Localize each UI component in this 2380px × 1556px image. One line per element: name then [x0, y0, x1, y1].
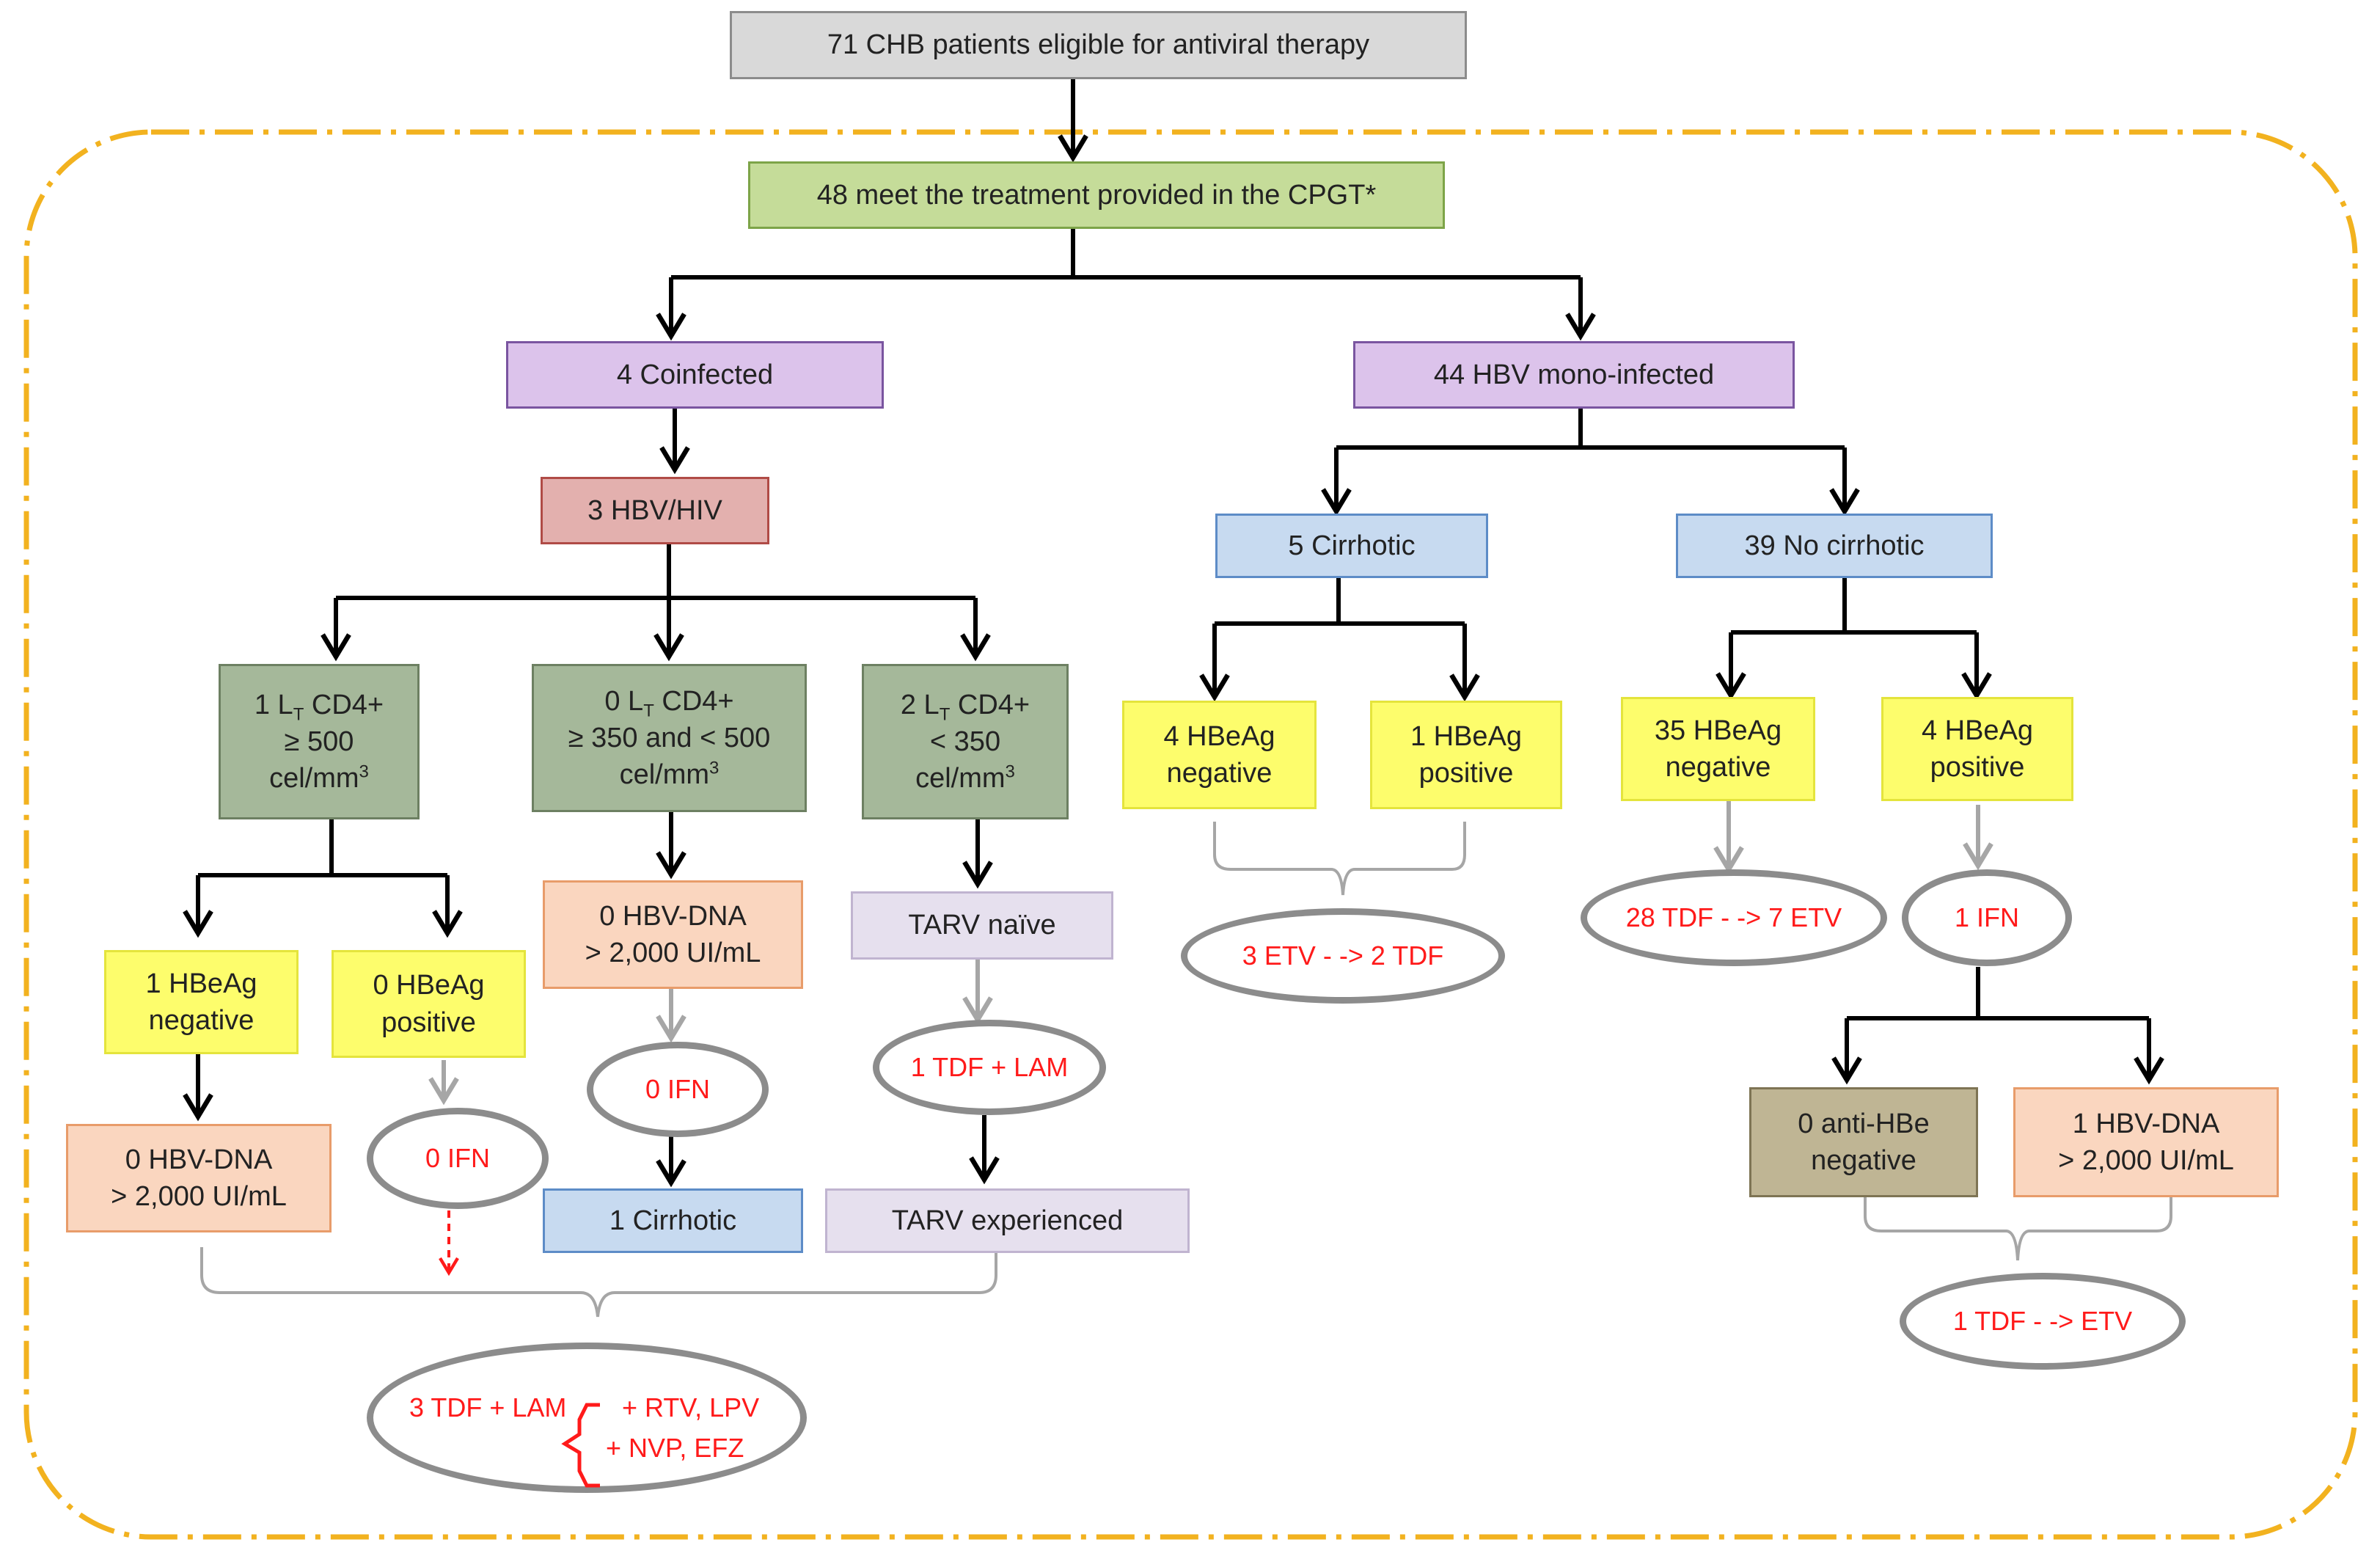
- coinfected-treatment-oval: [367, 1343, 807, 1493]
- cd4-high-line1: 1 LT CD4+: [255, 687, 384, 723]
- c-neg-line2: negative: [1166, 758, 1273, 789]
- cd4-mid-rest: CD4+: [653, 685, 734, 717]
- hi-ifn-oval: 0 IFN: [367, 1108, 549, 1209]
- tarv-naive-box: TARV naïve: [851, 891, 1113, 960]
- hi-pos-line1: 0 HBeAg: [373, 970, 485, 1001]
- cpgt-box: 48 meet the treatment provided in the CP…: [748, 161, 1445, 229]
- cd4-high-rest: CD4+: [304, 689, 384, 720]
- cd4-low-unit: cel/mm: [915, 763, 1006, 795]
- cd4-low-line1: 2 LT CD4+: [901, 687, 1030, 723]
- coinfected-treatment-opt2: + NVP, EFZ: [606, 1433, 744, 1463]
- cirrhotic-label: 5 Cirrhotic: [1288, 530, 1416, 561]
- c-hbeag-negative-box: 4 HBeAg negative: [1122, 701, 1317, 809]
- tarv-naive-label: TARV naïve: [908, 910, 1056, 941]
- cd4-mid-line1: 0 LT CD4+: [604, 683, 733, 720]
- hi-hbeag-positive-box: 0 HBeAg positive: [332, 950, 526, 1058]
- cd4-low-line3: cel/mm3: [915, 760, 1015, 797]
- cd4-low-sub: T: [939, 704, 951, 725]
- hi-neg-line1: 1 HBeAg: [145, 968, 257, 999]
- mid-dna-line1: 0 HBV-DNA: [599, 900, 747, 932]
- nc-neg-line1: 35 HBeAg: [1654, 715, 1782, 746]
- cd4-high-sup: 3: [359, 761, 369, 782]
- nc-neg-line2: negative: [1665, 752, 1771, 783]
- nc-pos-line2: positive: [1930, 752, 2025, 783]
- hi-hbeag-negative-box: 1 HBeAg negative: [104, 950, 299, 1054]
- c-hbeag-positive-box: 1 HBeAg positive: [1370, 701, 1562, 809]
- cd4-low-rest: CD4+: [950, 689, 1030, 720]
- naive-treatment-label: 1 TDF + LAM: [910, 1052, 1069, 1082]
- cd4-mid-line3: cel/mm3: [620, 756, 720, 793]
- cd4-mid-unit: cel/mm: [619, 759, 710, 791]
- anti-hbe-line2: negative: [1811, 1145, 1916, 1176]
- no-cirrhotic-neg-treatment-label: 28 TDF - -> 7 ETV: [1625, 902, 1842, 932]
- nc-dna-line1: 1 HBV-DNA: [2072, 1108, 2220, 1139]
- no-cirrhotic-ifn-label: 1 IFN: [1954, 902, 2019, 932]
- cd4-low-line2: < 350: [929, 726, 1001, 757]
- coinfected-label: 4 Coinfected: [616, 359, 774, 390]
- no-cirrhotic-label: 39 No cirrhotic: [1744, 530, 1925, 561]
- anti-hbe-box: 0 anti-HBe negative: [1749, 1087, 1978, 1197]
- c-pos-line1: 1 HBeAg: [1410, 720, 1523, 752]
- cd4-mid-count: 0 L: [604, 685, 644, 717]
- hi-ifn-label: 0 IFN: [425, 1143, 490, 1173]
- cpgt-label: 48 meet the treatment provided in the CP…: [816, 179, 1377, 211]
- coinfected-box: 4 Coinfected: [506, 341, 884, 409]
- eligible-patients-box: 71 CHB patients eligible for antiviral t…: [730, 11, 1467, 79]
- cd4-low-sup: 3: [1005, 761, 1015, 782]
- dashed-frame: [23, 129, 2358, 1540]
- cirrhotic-treatment-label: 3 ETV - -> 2 TDF: [1242, 940, 1444, 971]
- hi-hbv-dna-box: 0 HBV-DNA > 2,000 UI/mL: [66, 1124, 332, 1232]
- hi-neg-line2: negative: [148, 1005, 255, 1036]
- no-cirrhotic-neg-treatment-oval: 28 TDF - -> 7 ETV: [1581, 869, 1887, 966]
- coinfected-treatment-opt1: + RTV, LPV: [622, 1392, 760, 1422]
- mid-cirrhotic-box: 1 Cirrhotic: [543, 1188, 803, 1253]
- mid-dna-line2: > 2,000 UI/mL: [585, 938, 761, 968]
- nc-final-treatment-oval: 1 TDF - -> ETV: [1900, 1273, 2186, 1370]
- mid-ifn-label: 0 IFN: [645, 1074, 710, 1104]
- cd4-high-line2: ≥ 500: [284, 726, 354, 757]
- nc-hbeag-negative-box: 35 HBeAg negative: [1621, 697, 1815, 801]
- cirrhotic-box: 5 Cirrhotic: [1215, 514, 1488, 578]
- coinfected-treatment-main: 3 TDF + LAM: [409, 1392, 567, 1422]
- mono-infected-box: 44 HBV mono-infected: [1353, 341, 1795, 409]
- c-neg-line1: 4 HBeAg: [1163, 720, 1275, 752]
- no-cirrhotic-box: 39 No cirrhotic: [1676, 514, 1993, 578]
- naive-treatment-oval: 1 TDF + LAM: [873, 1020, 1106, 1115]
- cd4-high-count: 1 L: [254, 689, 293, 720]
- nc-final-treatment-label: 1 TDF - -> ETV: [1952, 1306, 2133, 1336]
- anti-hbe-line1: 0 anti-HBe: [1798, 1108, 1930, 1139]
- cd4-high-box: 1 LT CD4+ ≥ 500 cel/mm3: [219, 664, 420, 819]
- mid-cirrhotic-label: 1 Cirrhotic: [609, 1205, 737, 1236]
- cd4-high-line3: cel/mm3: [269, 760, 369, 797]
- eligible-patients-label: 71 CHB patients eligible for antiviral t…: [827, 29, 1370, 61]
- no-cirrhotic-ifn-oval: 1 IFN: [1902, 869, 2072, 966]
- c-pos-line2: positive: [1418, 758, 1514, 789]
- hbv-hiv-box: 3 HBV/HIV: [541, 477, 769, 544]
- tarv-experienced-label: TARV experienced: [891, 1205, 1124, 1236]
- hbv-hiv-label: 3 HBV/HIV: [587, 494, 722, 526]
- hi-dna-line2: > 2,000 UI/mL: [111, 1181, 287, 1212]
- mid-hbv-dna-box: 0 HBV-DNA > 2,000 UI/mL: [543, 880, 803, 989]
- nc-hbv-dna-box: 1 HBV-DNA > 2,000 UI/mL: [2013, 1087, 2279, 1197]
- nc-dna-line2: > 2,000 UI/mL: [2058, 1145, 2234, 1176]
- cd4-high-unit: cel/mm: [269, 763, 359, 795]
- nc-pos-line1: 4 HBeAg: [1921, 715, 2034, 746]
- cd4-low-box: 2 LT CD4+ < 350 cel/mm3: [862, 664, 1069, 819]
- cd4-mid-line2: ≥ 350 and < 500: [568, 722, 771, 753]
- cd4-high-sub: T: [293, 704, 304, 725]
- cd4-mid-sub: T: [643, 701, 654, 721]
- cd4-low-count: 2 L: [900, 689, 940, 720]
- cd4-mid-sup: 3: [709, 758, 720, 778]
- mono-infected-label: 44 HBV mono-infected: [1433, 359, 1715, 390]
- cd4-mid-box: 0 LT CD4+ ≥ 350 and < 500 cel/mm3: [532, 664, 807, 812]
- cirrhotic-treatment-oval: 3 ETV - -> 2 TDF: [1181, 908, 1505, 1004]
- tarv-experienced-box: TARV experienced: [825, 1188, 1190, 1253]
- hi-pos-line2: positive: [381, 1007, 476, 1038]
- hi-dna-line1: 0 HBV-DNA: [125, 1144, 273, 1175]
- nc-hbeag-positive-box: 4 HBeAg positive: [1881, 697, 2073, 801]
- mid-ifn-oval: 0 IFN: [587, 1042, 769, 1137]
